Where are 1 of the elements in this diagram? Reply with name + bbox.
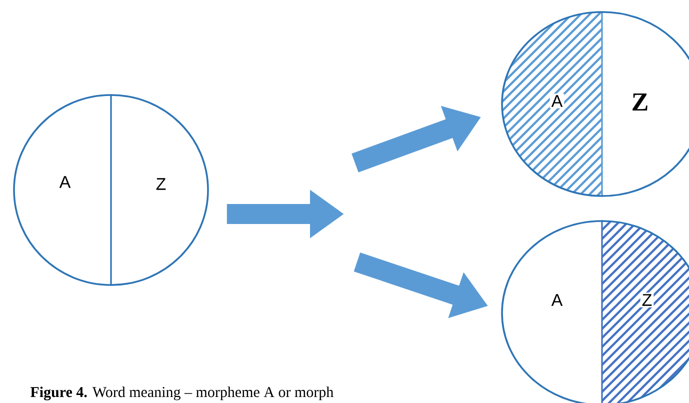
figure-caption: Figure 4. Word meaning – morpheme A or morph [30,386,334,400]
